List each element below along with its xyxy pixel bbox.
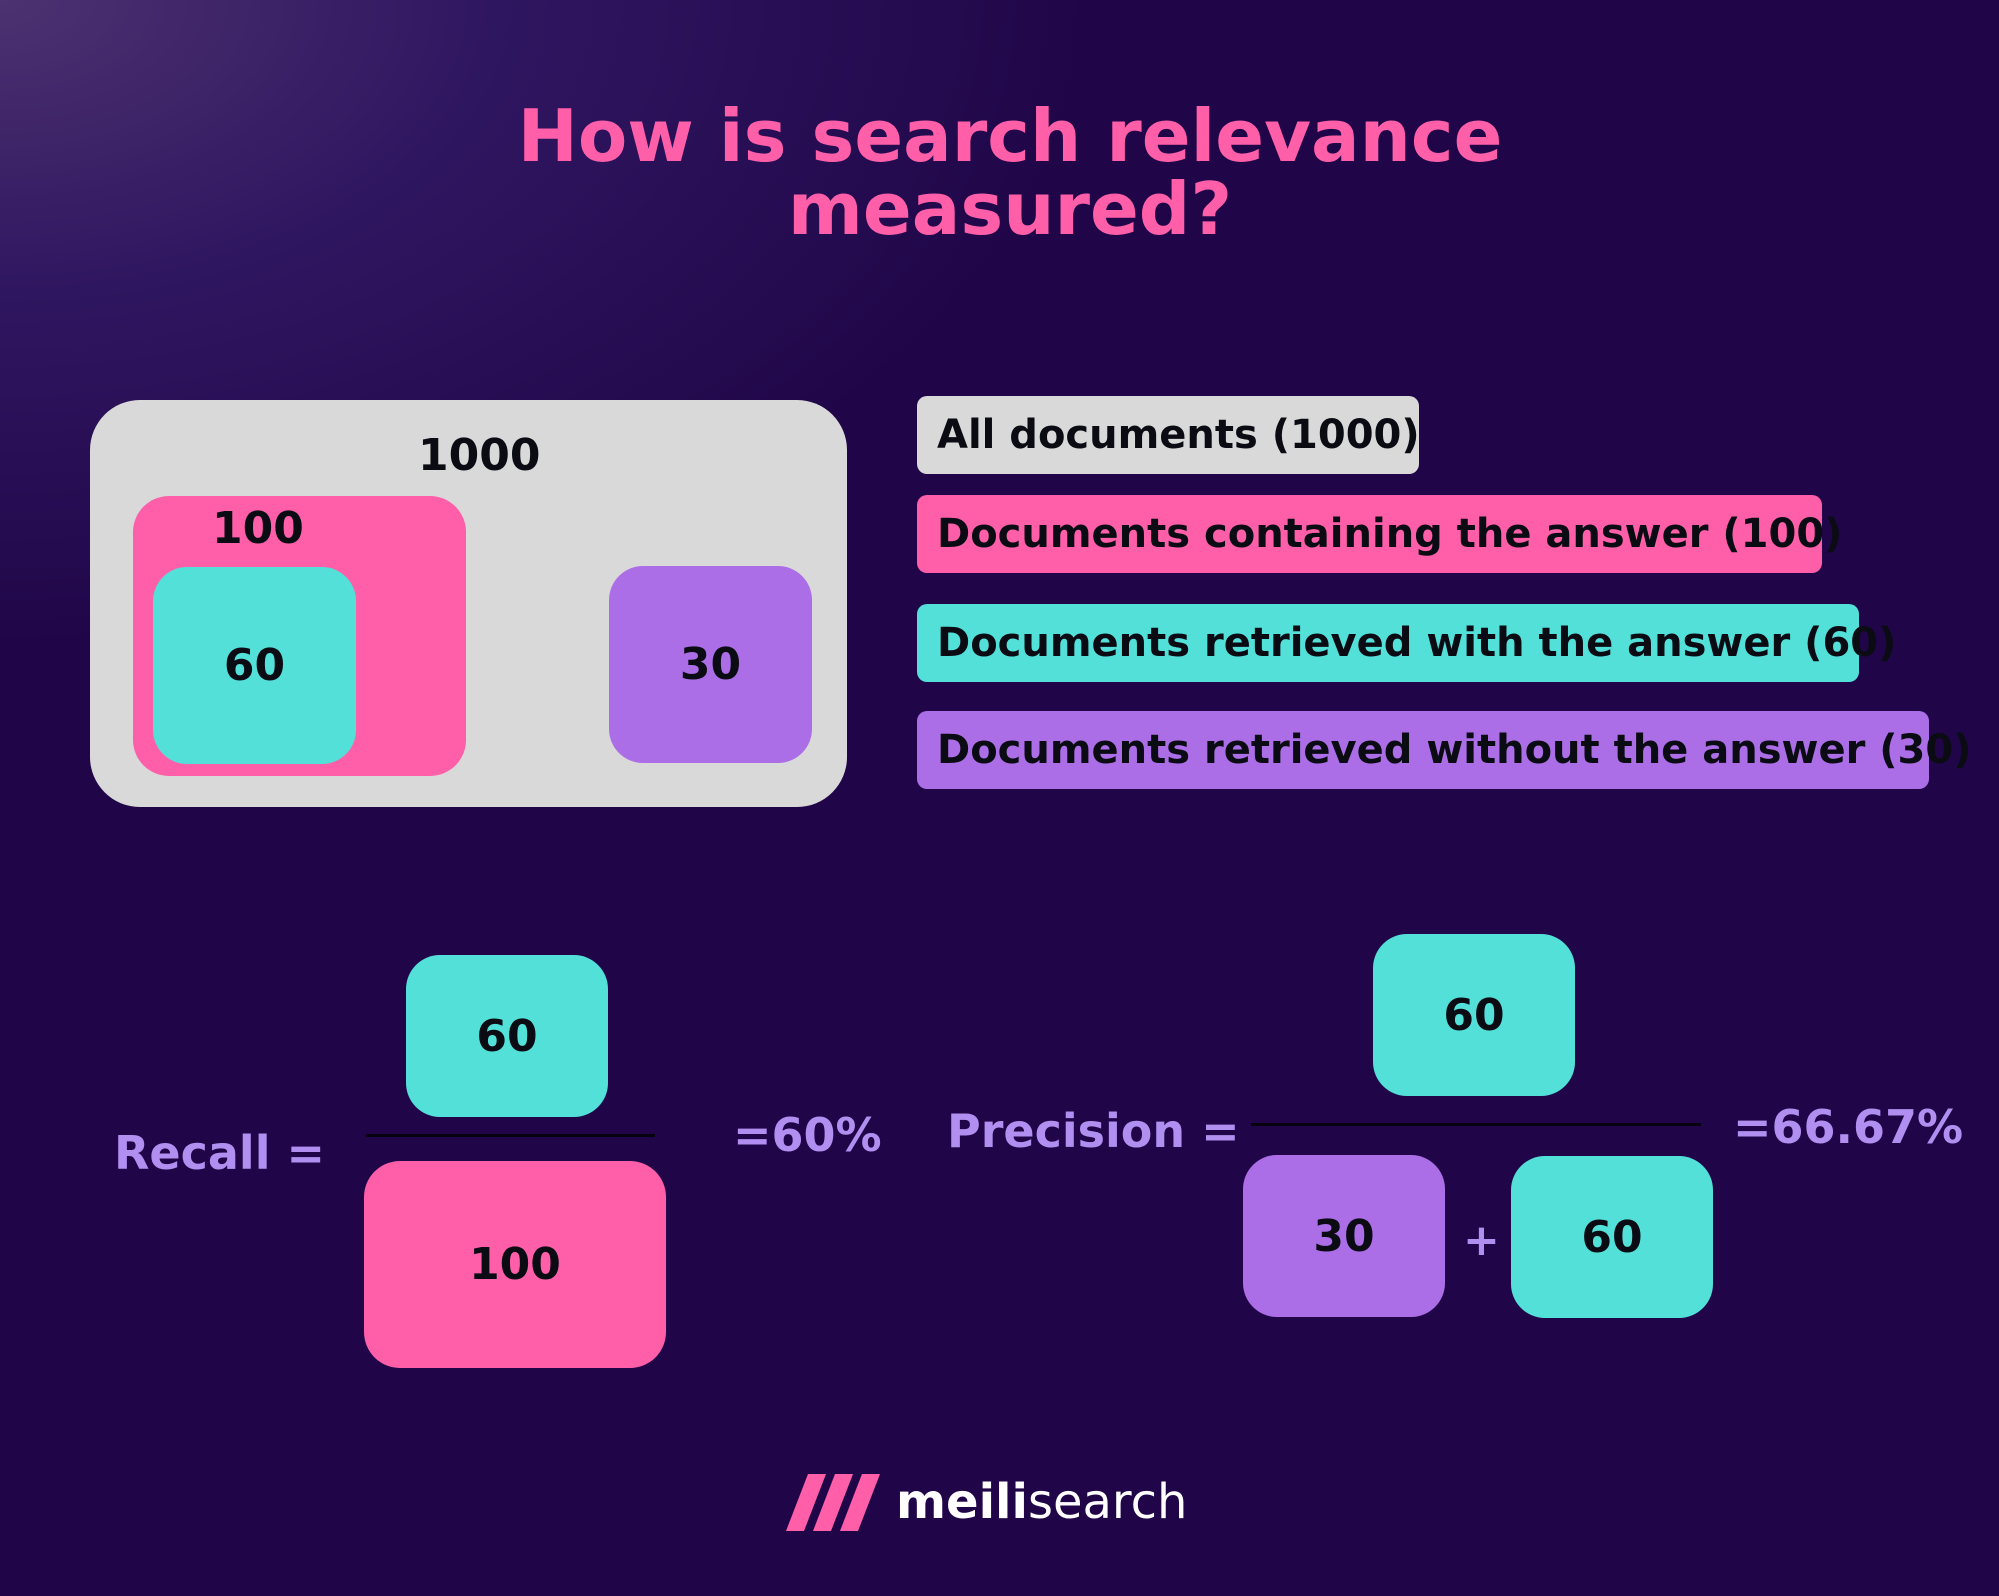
brand-wordmark-regular: search — [1027, 1474, 1188, 1530]
legend-all-documents: All documents (1000) — [917, 396, 1420, 474]
precision-denominator-relevant: 60 — [1511, 1156, 1713, 1318]
legend-retrieved-irrelevant: Documents retrieved without the answer (… — [917, 711, 1971, 789]
recall-label: Recall = — [114, 1126, 326, 1180]
recall-numerator: 60 — [406, 955, 608, 1117]
precision-fraction-bar — [1251, 1123, 1701, 1126]
recall-result: =60% — [733, 1108, 882, 1162]
precision-numerator: 60 — [1373, 934, 1575, 1096]
page-title: How is search relevance measured? — [0, 100, 1999, 246]
legend-relevant-documents: Documents containing the answer (100) — [917, 495, 1842, 573]
all-documents-count: 1000 — [418, 430, 541, 481]
brand-wordmark: meilisearch — [896, 1474, 1187, 1530]
title-line-2: measured? — [787, 167, 1233, 251]
plus-sign: + — [1463, 1215, 1500, 1266]
retrieved-irrelevant-box: 30 — [609, 566, 812, 763]
retrieved-relevant-box: 60 — [153, 567, 356, 764]
precision-label: Precision = — [947, 1104, 1240, 1158]
meilisearch-logo-icon — [786, 1474, 880, 1531]
recall-fraction-bar — [366, 1134, 655, 1137]
title-line-1: How is search relevance — [517, 94, 1503, 178]
brand-wordmark-bold: meili — [896, 1474, 1028, 1530]
precision-denominator-irrelevant: 30 — [1243, 1155, 1445, 1317]
precision-result: =66.67% — [1733, 1100, 1964, 1154]
legend-retrieved-relevant: Documents retrieved with the answer (60) — [917, 604, 1896, 682]
recall-denominator: 100 — [364, 1161, 666, 1368]
relevant-documents-count: 100 — [212, 503, 304, 554]
